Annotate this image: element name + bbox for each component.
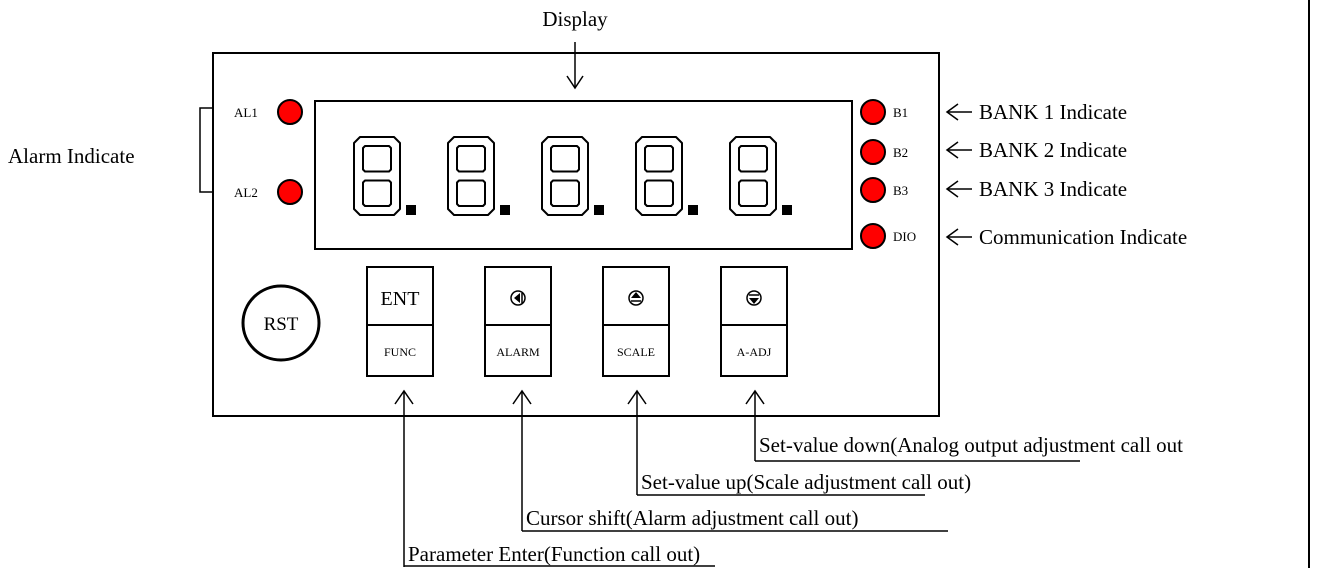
down-triangle-icon <box>746 290 762 306</box>
alarm-indicate-label: Alarm Indicate <box>8 144 135 168</box>
controller-panel <box>212 52 940 417</box>
ent-callout: Parameter Enter(Function call out) <box>408 542 700 566</box>
down-aadj-key[interactable]: A-ADJ <box>720 266 788 377</box>
ent-func-key[interactable]: ENT FUNC <box>366 266 434 377</box>
digit-3 <box>541 136 604 216</box>
scale-callout: Set-value up(Scale adjustment call out) <box>641 470 971 494</box>
b2-label: B2 <box>893 145 908 160</box>
alarm-bracket <box>199 107 213 193</box>
al1-label: AL1 <box>234 105 258 120</box>
communication-callout: Communication Indicate <box>979 225 1187 249</box>
b2-led <box>860 139 886 165</box>
aadj-callout-leader <box>745 389 1080 462</box>
bank2-arrow <box>945 141 972 159</box>
dio-label: DIO <box>893 229 916 244</box>
digit-5 <box>729 136 792 216</box>
al1-led <box>277 99 303 125</box>
ent-callout-leader <box>394 389 715 567</box>
bank1-callout: BANK 1 Indicate <box>979 100 1127 124</box>
communication-arrow <box>945 228 972 246</box>
bank3-arrow <box>945 180 972 198</box>
aadj-key-label: A-ADJ <box>737 345 772 359</box>
aadj-callout: Set-value down(Analog output adjustment … <box>759 433 1183 457</box>
rst-label: RST <box>264 314 299 335</box>
b1-led <box>860 99 886 125</box>
digit-2 <box>447 136 510 216</box>
alarm-callout: Cursor shift(Alarm adjustment call out) <box>526 506 858 530</box>
al2-label: AL2 <box>234 185 258 200</box>
display-label: Display <box>542 7 608 31</box>
decimal-point <box>688 205 698 215</box>
display-arrow <box>566 42 584 90</box>
dio-led <box>860 223 886 249</box>
bank2-callout: BANK 2 Indicate <box>979 138 1127 162</box>
decimal-point <box>406 205 416 215</box>
alarm-key-label: ALARM <box>496 345 540 359</box>
decimal-point <box>594 205 604 215</box>
b3-led <box>860 177 886 203</box>
left-cursor-icon <box>510 290 526 306</box>
bank3-callout: BANK 3 Indicate <box>979 177 1127 201</box>
func-label: FUNC <box>384 345 416 359</box>
scale-callout-leader <box>627 389 925 496</box>
b3-label: B3 <box>893 183 908 198</box>
up-triangle-icon <box>628 290 644 306</box>
cursor-alarm-key[interactable]: ALARM <box>484 266 552 377</box>
decimal-point <box>782 205 792 215</box>
decimal-point <box>500 205 510 215</box>
rst-button[interactable]: RST <box>241 284 321 362</box>
digit-1 <box>353 136 416 216</box>
al2-led <box>277 179 303 205</box>
alarm-callout-leader <box>512 389 948 532</box>
scale-key-label: SCALE <box>617 345 655 359</box>
bank1-arrow <box>945 103 972 121</box>
display-window <box>314 100 853 250</box>
seven-segment-display <box>353 136 792 216</box>
ent-label: ENT <box>381 288 420 310</box>
up-scale-key[interactable]: SCALE <box>602 266 670 377</box>
b1-label: B1 <box>893 105 908 120</box>
digit-4 <box>635 136 698 216</box>
